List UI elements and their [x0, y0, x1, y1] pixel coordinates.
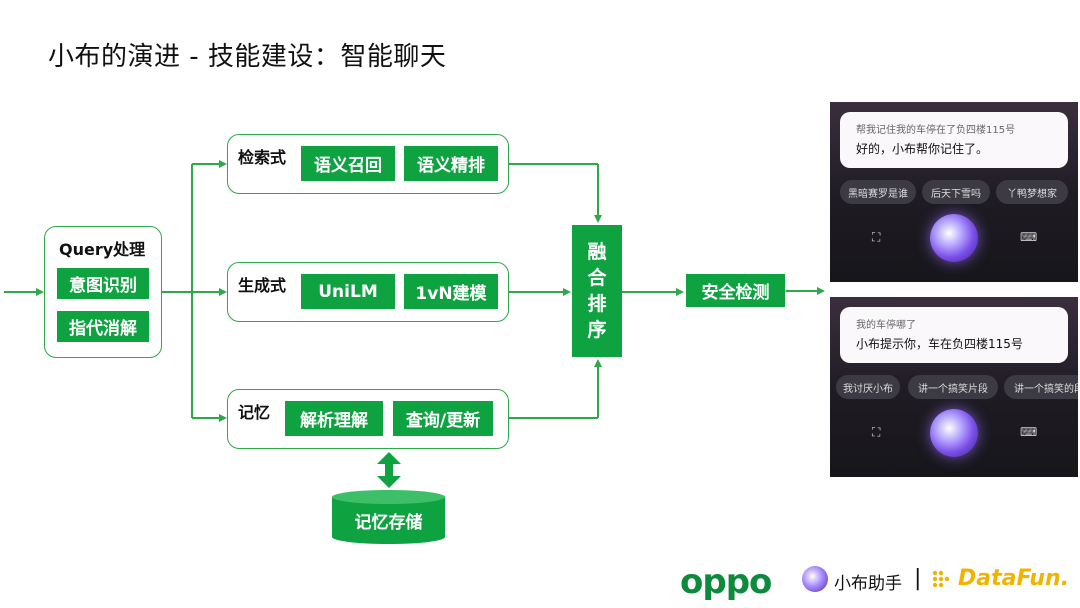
- suggestion-chip[interactable]: 黑暗赛罗是谁: [840, 180, 916, 204]
- scan-icon[interactable]: ⛶: [872, 425, 881, 439]
- query-update-step: 查询/更新: [393, 401, 493, 436]
- parse-understand-step: 解析理解: [285, 401, 383, 436]
- fusion-char-1: 融: [587, 241, 607, 263]
- suggestion-chip[interactable]: 讲一个搞笑片段: [908, 375, 998, 399]
- semantic-rerank-step: 语义精排: [404, 146, 498, 181]
- memory-storage-double-arrow: [377, 452, 401, 488]
- chat-bubble: 帮我记住我的车停在了负四楼115号 好的，小布帮你记住了。: [840, 112, 1068, 168]
- user-query-text: 我的车停哪了: [856, 320, 916, 331]
- assistant-answer-text: 好的，小布帮你记住了。: [856, 142, 989, 156]
- semantic-recall-step: 语义召回: [301, 146, 395, 181]
- memory-storage-label: 记忆存储: [354, 513, 423, 533]
- keyboard-icon[interactable]: ⌨: [1020, 230, 1038, 244]
- datafun-dots-icon: [932, 570, 950, 588]
- datafun-logo: DataFun.: [958, 566, 1070, 591]
- fusion-char-2: 合: [587, 267, 607, 289]
- suggestion-chip[interactable]: 我讨厌小布: [836, 375, 900, 399]
- query-processing-label: Query处理: [59, 240, 146, 259]
- suggestion-chip[interactable]: 丫鸭梦想家: [996, 180, 1068, 204]
- keyboard-icon[interactable]: ⌨: [1020, 425, 1038, 439]
- generative-branch-label: 生成式: [238, 276, 287, 295]
- phone-screenshot-2: 我的车停哪了 小布提示你，车在负四楼115号 我讨厌小布 讲一个搞笑片段 讲一个…: [830, 297, 1078, 477]
- footer-separator: |: [914, 566, 922, 591]
- assistant-orb-icon[interactable]: [930, 214, 978, 262]
- scan-icon[interactable]: ⛶: [872, 230, 881, 244]
- user-query-text: 帮我记住我的车停在了负四楼115号: [856, 125, 1016, 136]
- fusion-ranking-box: 融 合 排 序: [572, 225, 622, 357]
- oppo-logo: oppo: [680, 562, 772, 602]
- storage-cylinder: [332, 490, 445, 544]
- memory-branch-label: 记忆: [238, 403, 271, 422]
- assistant-answer-text: 小布提示你，车在负四楼115号: [856, 337, 1023, 351]
- unilm-step: UniLM: [301, 274, 395, 309]
- intent-recognition-step: 意图识别: [57, 268, 149, 299]
- one-vs-n-modeling-step: 1vN建模: [404, 274, 498, 309]
- fusion-char-4: 序: [587, 319, 607, 341]
- fusion-char-3: 排: [587, 293, 607, 315]
- xiaobu-assistant-text: 小布助手: [834, 574, 902, 594]
- suggestion-chip[interactable]: 后天下雪吗: [922, 180, 990, 204]
- xiaobu-logo-icon: [802, 566, 828, 592]
- coreference-resolution-step: 指代消解: [57, 311, 149, 342]
- safety-check-box: 安全检测: [686, 274, 785, 307]
- chat-bubble: 我的车停哪了 小布提示你，车在负四楼115号: [840, 307, 1068, 363]
- page-title: 小布的演进 - 技能建设：智能聊天: [48, 42, 447, 72]
- assistant-orb-icon[interactable]: [930, 409, 978, 457]
- suggestion-chip[interactable]: 讲一个搞笑的段: [1004, 375, 1078, 399]
- retrieval-branch-label: 检索式: [238, 148, 287, 167]
- phone-screenshot-1: 帮我记住我的车停在了负四楼115号 好的，小布帮你记住了。 黑暗赛罗是谁 后天下…: [830, 102, 1078, 282]
